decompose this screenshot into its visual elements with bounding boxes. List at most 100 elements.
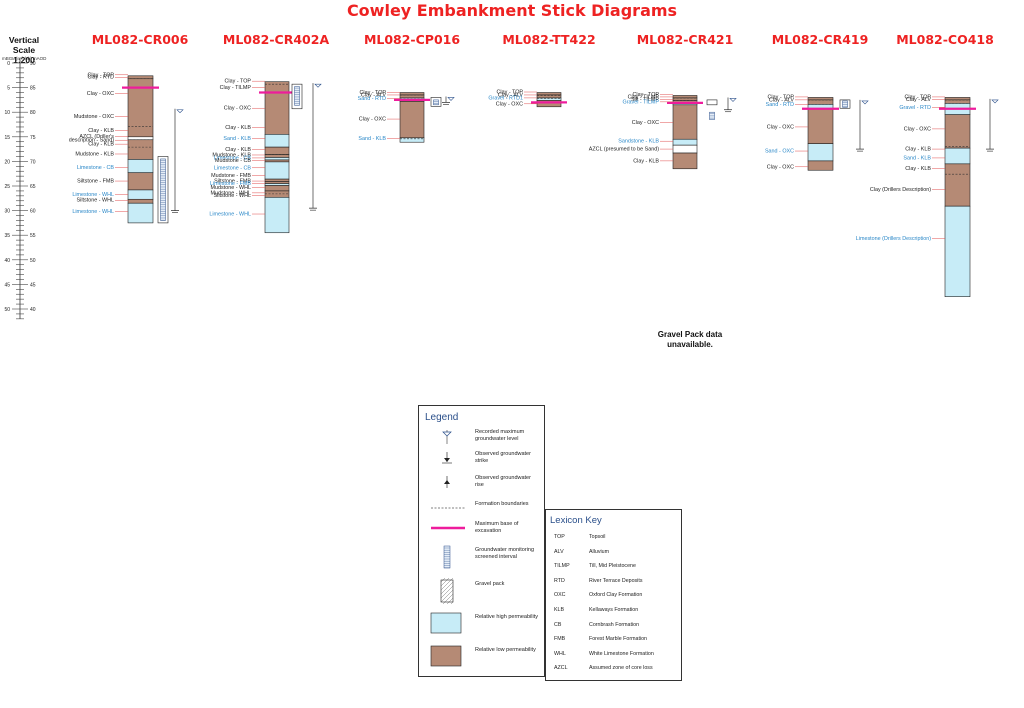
groundwater-rise-icon [444,476,450,488]
gravel-pack-icon-shape [440,579,454,603]
lexicon-code: TILMP [554,563,570,570]
lexicon-definition: Alluvium [589,548,610,555]
gravel-pack-icon-shape [440,577,454,591]
low-permeability-layer [944,114,971,149]
borehole-title: ML082-CR402A [222,32,330,47]
legend-item-label: Relative high permeability [475,614,538,620]
layer-label: Gravel - RTD [899,105,931,111]
groundwater-level-marker [861,100,869,105]
high-permeability-icon [427,611,467,637]
high-permeability-layer [944,205,971,297]
depth-tick-label: 5 [7,86,10,92]
layer-label: Mudstone - CB [215,158,251,164]
lexicon-definition: Cornbrash Formation [589,621,640,628]
layer-label: Sand - RTD [358,96,386,102]
low-permeability-icon [430,645,462,667]
low-permeability-layer [264,146,290,155]
lexicon-definition: Kellaways Formation [589,607,639,613]
lexicon-code: OXC [554,592,566,599]
high-permeability-icon [430,612,462,634]
layer-label: Gravel - RTD1 [488,95,523,101]
legend-item-label: Observed groundwater rise [475,475,531,488]
aod-tick-label: 80 [30,110,36,116]
layer-label: Clay - TOP [497,90,524,96]
layer-label: Mudstone - KLB [75,151,114,157]
layer-label: Limestone (Drillers Description) [856,236,931,242]
aod-tick-label: 55 [30,233,36,239]
formation-boundary-icon [427,498,467,524]
lexicon-definition: White Limestone Formation [589,650,654,657]
max-excavation-icon [431,526,465,530]
layer-label: Clay - KLB [88,128,114,134]
layer-label: Clay - RTD [87,75,114,81]
gravel-pack-icon [440,569,454,623]
screened-interval-icon-shape [443,545,451,569]
screened-interval [294,86,300,106]
aod-tick-label: 50 [30,258,36,264]
legend-item: Formation boundaries [419,498,544,524]
low-permeability-layer [807,99,834,105]
vertical-scale-label: Vertical Scale 1:200 [8,35,40,65]
aod-tick-label: 70 [30,159,36,165]
high-permeability-layer [399,137,425,143]
depth-tick-label: 15 [4,135,10,141]
screened-interval-icon [427,544,467,570]
gravel-pack-icon-shape [440,585,454,599]
layer-label: Clay - TOP [633,92,660,98]
layer-label: Siltstone - WHL [77,198,114,204]
layer-label: Mudstone - KLB [212,152,251,158]
aod-tick-label: 75 [30,135,36,141]
gravel-pack-note: Gravel Pack data unavailable. [640,330,740,350]
legend-item-label: Recorded maximum groundwater level [475,429,525,442]
low-permeability-layer [127,136,154,141]
low-permeability-layer [264,154,290,158]
low-permeability-layer [127,75,154,80]
lexicon-title: Lexicon Key [550,515,602,526]
layer-label: Clay - KLB [225,125,251,131]
lexicon-definition: River Terrace Deposits [589,577,643,584]
low-permeability-layer [672,104,698,140]
layer-label: Clay - KLB [225,147,251,153]
layer-label: Mudstone - WHL [211,190,251,196]
low-permeability-layer [672,152,698,170]
layer-label: Clay - ALV [769,97,794,103]
high-permeability-layer [807,143,834,162]
aod-tick-label: 90 [30,61,36,67]
layer-label: Clay (Drillers Description) [870,187,931,193]
legend-item-label: Observed groundwater strike [475,451,531,464]
high-permeability-layer [264,197,290,234]
low-permeability-layer [127,172,154,191]
units-label: mBGL (ref. bh) mAOD [2,56,47,61]
lexicon-code: RTD [554,577,565,584]
page-title: Cowley Embankment Stick Diagrams [346,1,678,20]
lexicon-code: WHL [554,650,566,657]
lexicon-definition: Till, Mid Pleistocene [589,563,636,570]
aod-tick-label: 40 [30,307,36,313]
low-permeability-layer [672,144,698,154]
layer-label: Clay - TOP [768,94,795,100]
high-permeability-layer [264,157,290,161]
legend-item: Observed groundwater rise [419,472,544,498]
layer-label: Clay - TILMP [220,85,252,91]
layer-label: Clay - OXC [767,124,794,130]
layer-label: Clay - KLB [633,158,659,164]
layer-label: Clay - KLB [905,147,931,153]
recorded-max-groundwater-icon-shape [442,431,452,437]
groundwater-level-marker [991,99,999,104]
high-permeability-icon-shape [430,612,462,634]
legend-item-label: Formation boundaries [475,501,529,507]
low-permeability-layer [672,95,698,99]
layer-label: Mudstone - OXC [74,114,114,120]
layer-label: description - Sand) [69,138,114,144]
aod-tick-label: 65 [30,184,36,190]
layer-label: Siltstone - FMB [214,179,251,185]
gravel-pack-icon [427,569,467,623]
depth-tick-label: 20 [4,159,10,165]
lexicon-code: ALV [554,548,564,555]
lexicon-definition: Forest Marble Formation [589,636,647,643]
aod-tick-label: 45 [30,282,36,288]
layer-label: Clay - ALV [361,92,386,98]
layer-label: AZCL (presumed to be Sand) [589,147,659,153]
depth-tick-label: 40 [4,258,10,264]
layer-label: Sand - KLB [903,155,931,161]
